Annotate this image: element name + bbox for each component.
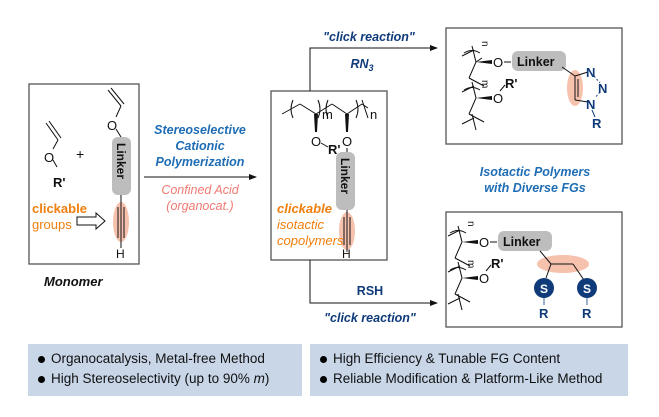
summary-item: High Stereoselectivity (up to 90% m) — [38, 369, 292, 389]
bullet-icon — [320, 375, 327, 383]
thioether-product-box: n m O Linker O R' S S R R — [445, 211, 623, 328]
m-subscript: m — [465, 260, 476, 268]
summary-item: High Efficiency & Tunable FG Content — [320, 349, 618, 369]
m-subscript: m — [322, 107, 333, 122]
sulfur-label: S — [540, 282, 548, 296]
polymerization-line1: Stereoselective — [154, 123, 246, 137]
linker-box — [512, 51, 566, 71]
alkyne-triple-bond — [343, 210, 351, 252]
azide-reagent: RN3 — [350, 57, 373, 73]
groups-label: groups — [32, 217, 72, 232]
top-route-arrow — [309, 45, 438, 91]
oxygen-label: O — [107, 118, 117, 133]
summary-text: Organocatalysis, Metal-free Method — [51, 351, 265, 366]
linker-label: Linker — [114, 143, 128, 179]
summary-text: High Efficiency & Tunable FG Content — [333, 351, 561, 366]
catalyst-line2: (organocat.) — [166, 199, 233, 213]
top-click-reaction-label: "click reaction" — [323, 30, 416, 44]
plus-sign: + — [76, 146, 84, 162]
linker-label: Linker — [503, 235, 541, 249]
polymer-backbone — [461, 45, 485, 131]
triazole-product-box: n m O Linker O R' N N N R — [445, 27, 623, 145]
r-group-label: R — [592, 116, 602, 131]
monomer-caption: Monomer — [44, 274, 103, 289]
oxygen-label: O — [479, 235, 489, 250]
wedge-bond — [345, 114, 349, 132]
oxygen-label: O — [311, 134, 321, 149]
summary-item: Reliable Modification & Platform-Like Me… — [320, 369, 618, 389]
nitrogen-label: N — [586, 97, 595, 112]
linker-box — [336, 152, 355, 210]
sulfur-atom — [577, 278, 597, 298]
substituent-label: R' — [328, 142, 340, 157]
linker-monomer-structure — [107, 87, 125, 138]
clickable-label: clickable — [32, 201, 87, 216]
m-subscript: m — [479, 80, 490, 88]
oxygen-label: O — [342, 134, 352, 149]
vinyl-ether-structure — [45, 120, 62, 168]
bottom-click-reaction-label: "click reaction" — [324, 311, 417, 325]
copolymer-backbone — [281, 99, 369, 119]
r-group-label: R — [582, 306, 592, 321]
summary-text: Reliable Modification & Platform-Like Me… — [333, 371, 603, 386]
terminal-h: H — [342, 247, 351, 261]
n-subscript: n — [479, 41, 490, 47]
copolymers-label: copolymers — [277, 233, 344, 248]
center-caption-line2: with Diverse FGs — [484, 181, 585, 195]
linker-box — [112, 137, 131, 195]
triazole-ring — [561, 66, 601, 118]
polymerization-line3: Polymerization — [156, 155, 245, 169]
oxygen-label: O — [44, 150, 54, 165]
sulfur-atom — [534, 278, 554, 298]
center-caption-line1: Isotactic Polymers — [480, 165, 591, 179]
wedge-bond — [314, 114, 318, 132]
monomer-box: O R' + O Linker H clickable groups — [28, 83, 140, 265]
n-subscript: n — [465, 221, 476, 227]
catalyst-line1: Confined Acid — [161, 183, 239, 197]
substituent-label: R' — [491, 256, 503, 271]
oxygen-label: O — [493, 55, 503, 70]
nitrogen-label: N — [586, 65, 595, 80]
alkyne-triple-bond — [117, 195, 125, 248]
linker-box — [498, 231, 552, 251]
linker-label: Linker — [338, 158, 352, 194]
substituent-label: R' — [53, 175, 65, 190]
linker-label: Linker — [517, 55, 555, 69]
nitrogen-label: N — [598, 81, 607, 96]
sulfur-label: S — [583, 282, 591, 296]
substituent-label: R' — [505, 76, 517, 91]
bullet-icon — [38, 355, 45, 363]
dithioether-chain — [539, 250, 585, 281]
n-subscript: n — [370, 107, 377, 122]
summary-italic: m — [253, 371, 265, 386]
copolymer-box: m n O R' O Linker H clickable isotactic … — [270, 90, 388, 261]
isotactic-label: isotactic — [277, 217, 324, 232]
summary-tail: ) — [264, 371, 270, 386]
summary-text: High Stereoselectivity (up to 90% — [51, 371, 254, 386]
oxygen-label: O — [479, 271, 489, 286]
polymerization-line2: Cationic — [175, 139, 224, 153]
hollow-arrow-icon — [76, 211, 106, 231]
summary-item: Organocatalysis, Metal-free Method — [38, 349, 292, 369]
terminal-h: H — [116, 247, 125, 261]
polymer-backbone — [447, 225, 471, 311]
oxygen-label: O — [493, 91, 503, 106]
bullet-icon — [320, 355, 327, 363]
summary-left-box: Organocatalysis, Metal-free Method High … — [28, 344, 302, 396]
thiol-reagent: RSH — [357, 284, 383, 298]
summary-right-box: High Efficiency & Tunable FG Content Rel… — [310, 344, 628, 396]
clickable-label: clickable — [277, 201, 332, 216]
bullet-icon — [38, 375, 45, 383]
bottom-route-arrow — [309, 260, 438, 306]
r-group-label: R — [539, 306, 549, 321]
